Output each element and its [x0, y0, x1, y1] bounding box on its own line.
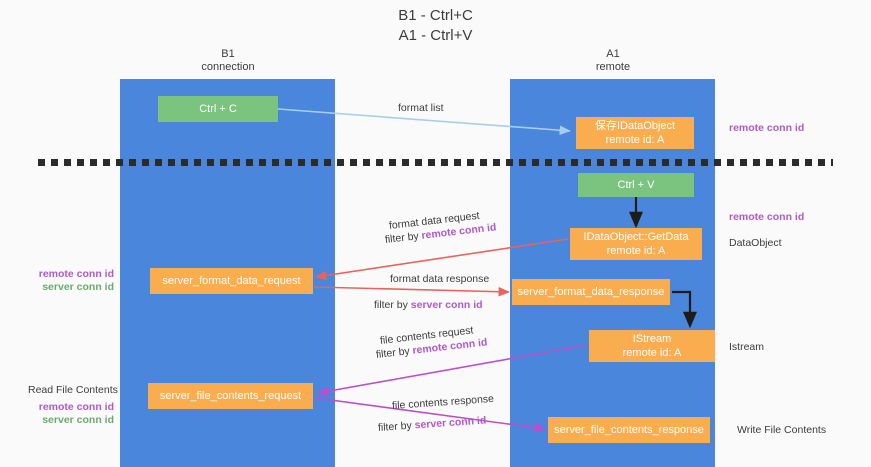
annotation-right-dataobject: DataObject [729, 237, 782, 250]
node-save-idataobject-label: 保存IDataObject [594, 120, 676, 132]
annotation-left-server-conn-id-2: server conn id [42, 414, 114, 426]
node-istream-label: IStream [632, 333, 672, 345]
filter-prefix: filter by [384, 229, 423, 246]
node-idataobject-getdata-label: IDataObject::GetData [583, 231, 689, 243]
annotation-left-conn-ids-2: remote conn id server conn id [22, 401, 114, 427]
annotation-left-remote-conn-id-2: remote conn id [38, 401, 114, 413]
node-istream-sub: remote id: A [622, 347, 682, 359]
title-line-1: B1 - Ctrl+C [398, 7, 473, 24]
node-server-file-contents-request-label: server_file_contents_request [159, 390, 302, 402]
node-ctrl-v[interactable]: Ctrl + V [578, 173, 694, 197]
lane-header-a1-sub: remote [595, 61, 631, 73]
filter-key-server-conn-id: server conn id [414, 414, 487, 432]
annotation-right-istream: Istream [729, 341, 764, 354]
filter-prefix: filter by [375, 344, 414, 361]
lane-header-a1: A1 remote [543, 48, 683, 74]
annotation-left-server-conn-id: server conn id [42, 281, 114, 293]
node-server-file-contents-response-label: server_file_contents_response [554, 424, 704, 436]
annotation-left-remote-conn-id: remote conn id [38, 268, 114, 280]
annotation-text: remote conn id [729, 211, 805, 223]
lane-header-a1-name: A1 [606, 48, 620, 60]
node-ctrl-c[interactable]: Ctrl + C [158, 96, 278, 122]
phase-divider [38, 159, 833, 166]
node-server-file-contents-response[interactable]: server_file_contents_response [548, 417, 710, 443]
node-ctrl-v-label: Ctrl + V [617, 179, 655, 191]
node-server-format-data-response-label: server_format_data_response [517, 286, 665, 298]
edge-label-format-data-response-filter: filter by server conn id [374, 298, 483, 312]
node-istream[interactable]: IStream remote id: A [589, 330, 715, 362]
filter-prefix: filter by [374, 299, 411, 311]
node-save-idataobject[interactable]: 保存IDataObject remote id: A [576, 117, 694, 149]
edge-label-file-contents-response-filter: filter by server conn id [378, 413, 487, 435]
edge-label-format-list: format list [398, 102, 444, 114]
node-server-format-data-response[interactable]: server_format_data_response [512, 279, 670, 305]
annotation-left-read-file-contents: Read File Contents [28, 384, 118, 397]
edge-label-file-contents-response: file contents response [391, 392, 495, 412]
annotation-text: Write File Contents [737, 424, 827, 436]
annotation-left-conn-ids: remote conn id server conn id [22, 268, 114, 294]
annotation-text: Read File Contents [28, 384, 118, 396]
node-idataobject-getdata-sub: remote id: A [606, 245, 666, 257]
node-server-file-contents-request[interactable]: server_file_contents_request [148, 383, 313, 409]
node-ctrl-c-label: Ctrl + C [199, 103, 237, 115]
filter-key-server-conn-id: server conn id [410, 299, 483, 311]
node-server-format-data-request[interactable]: server_format_data_request [150, 268, 313, 294]
annotation-right-remote-conn-id-mid: remote conn id [729, 211, 804, 224]
filter-prefix: filter by [377, 419, 416, 434]
lane-header-b1: B1 connection [158, 48, 298, 74]
lane-header-b1-sub: connection [201, 61, 255, 73]
edge-format-data-response [313, 286, 510, 297]
edge-label-format-data-response: format data response [390, 273, 490, 285]
lane-header-b1-name: B1 [221, 48, 235, 60]
node-save-idataobject-sub: remote id: A [605, 134, 665, 146]
annotation-text: remote conn id [729, 122, 805, 134]
node-server-format-data-request-label: server_format_data_request [162, 275, 301, 287]
annotation-text: Istream [729, 341, 765, 353]
page-title: B1 - Ctrl+C A1 - Ctrl+V [0, 6, 871, 46]
title-line-2: A1 - Ctrl+V [398, 27, 473, 44]
node-idataobject-getdata[interactable]: IDataObject::GetData remote id: A [570, 228, 702, 260]
annotation-right-write-file-contents: Write File Contents [737, 424, 826, 437]
annotation-text: DataObject [729, 237, 782, 249]
annotation-right-remote-conn-id-top: remote conn id [729, 122, 804, 135]
